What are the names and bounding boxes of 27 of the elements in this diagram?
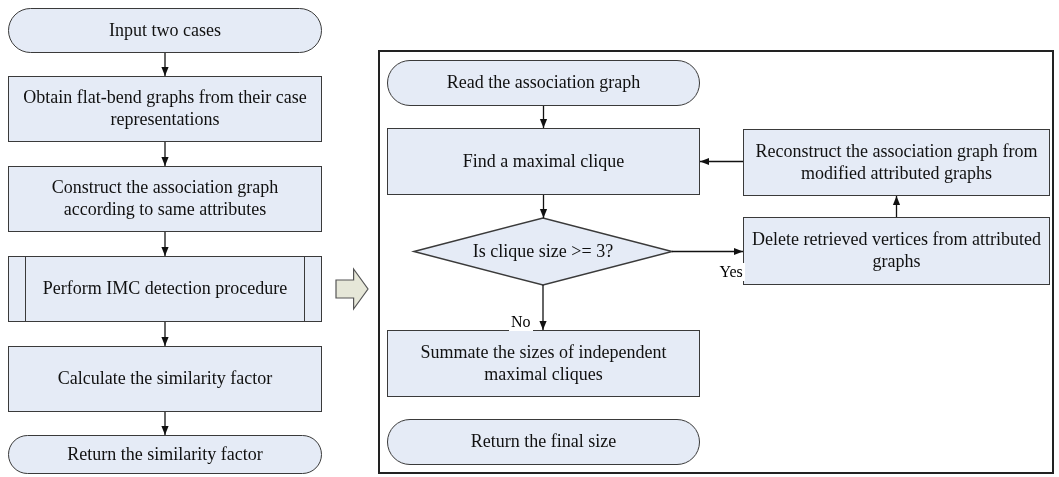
terminal-shape: Return the final size [387,419,700,465]
arrow [161,411,169,436]
arrow [539,194,548,219]
arrow [671,247,744,256]
arrow [539,284,547,331]
process-box: Find a maximal clique [387,128,700,195]
node-text: Is clique size >= 3? [472,240,614,263]
block-arrow [335,267,369,311]
process-box: Delete retrieved vertices from attributed graphs [743,217,1050,285]
process-box: Summate the sizes of independent maximal cliques [387,330,700,397]
edge-label: Yes [717,262,745,281]
arrow [161,231,169,257]
arrow [161,52,169,77]
process-box: Calculate the similarity factor [8,346,322,412]
arrow [539,105,548,129]
process-box: Obtain flat-bend graphs from their case representations [8,76,322,142]
arrow [161,321,169,347]
arrow [892,195,901,218]
arrow [699,157,744,166]
process-box: Reconstruct the association graph from modified attributed graphs [743,129,1050,196]
process-box: Construct the association graph according to same attributes [8,166,322,232]
arrow [161,141,169,167]
terminal-shape: Read the association graph [387,60,700,106]
terminal-shape: Return the similarity factor [8,435,322,474]
subprocess-box: Perform IMC detection procedure [8,256,322,322]
terminal-shape: Input two cases [8,8,322,53]
panel-frame [378,50,1054,474]
